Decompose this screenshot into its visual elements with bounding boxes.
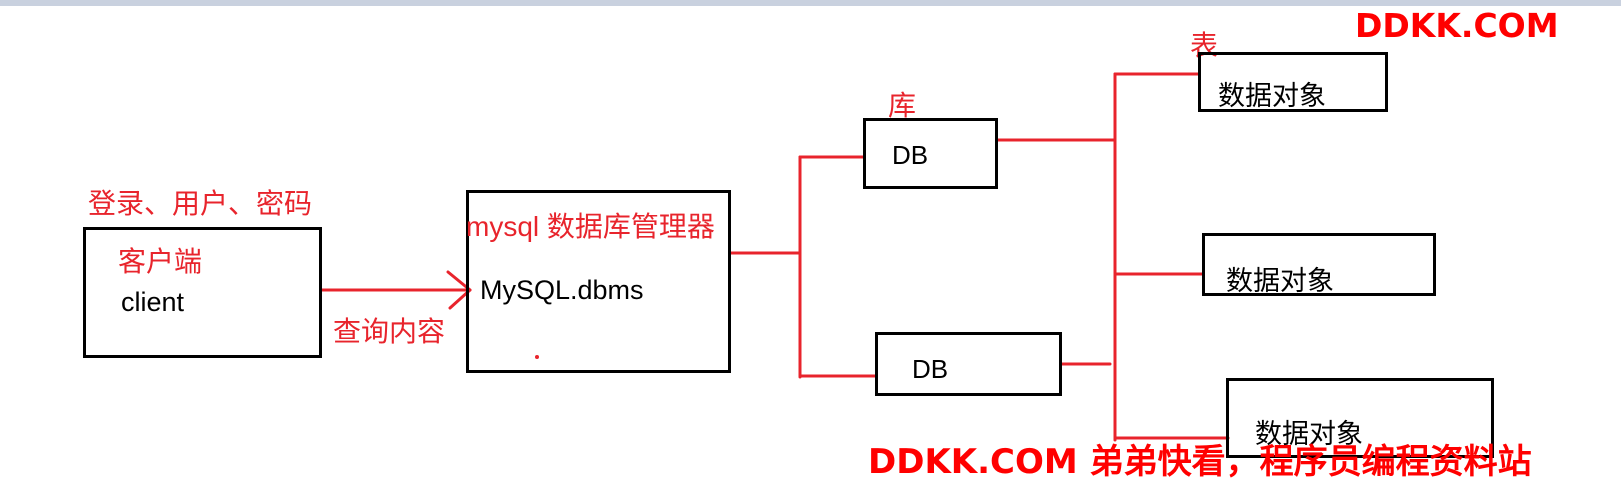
- table-label-3: 数据对象: [1255, 419, 1363, 449]
- db-label-1: DB: [892, 140, 929, 170]
- query-label: 查询内容: [333, 316, 446, 347]
- client-box: [83, 227, 322, 358]
- table-label-1: 数据对象: [1218, 81, 1326, 111]
- stray-dot: [535, 355, 539, 359]
- table-box-3: [1226, 378, 1494, 458]
- table-box-1: [1198, 52, 1388, 112]
- table-group-label: 表: [1190, 30, 1219, 61]
- db-box-1: [863, 118, 998, 189]
- table-box-2: [1202, 233, 1436, 296]
- client-title-en: client: [121, 287, 185, 317]
- dbms-title-cn: mysql 数据库管理器: [466, 211, 715, 242]
- dbms-title-en: MySQL.dbms: [480, 275, 644, 305]
- client-title-cn: 客户端: [118, 246, 203, 277]
- watermark-bottom: DDKK.COM 弟弟快看，程序员编程资料站: [868, 442, 1532, 482]
- db-group-label: 库: [888, 90, 917, 121]
- dbms-box: [466, 190, 731, 373]
- watermark-top: DDKK.COM: [1355, 6, 1559, 45]
- db-box-2: [875, 332, 1062, 396]
- table-label-2: 数据对象: [1226, 266, 1334, 296]
- db-label-2: DB: [912, 354, 949, 384]
- query-arrow-head: [446, 270, 472, 310]
- login-label: 登录、用户、密码: [88, 188, 313, 219]
- top-border: [0, 0, 1621, 6]
